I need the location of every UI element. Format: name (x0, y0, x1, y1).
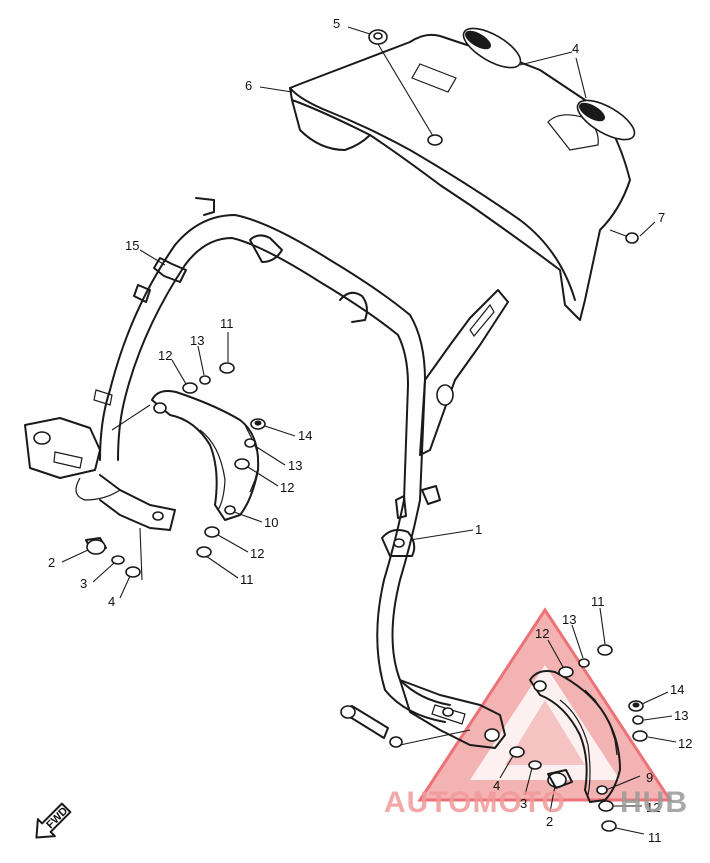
callout-12-a: 12 (158, 348, 172, 363)
main-frame (24, 197, 509, 749)
bracket-left (24, 389, 176, 531)
callout-12-f: 12 (646, 800, 660, 815)
clamp-15 (133, 257, 187, 303)
hardware-left (85, 362, 266, 581)
callout-8: 7 (658, 210, 665, 225)
callout-2-a: 2 (48, 555, 55, 570)
callout-13-d: 13 (674, 708, 688, 723)
fwd-arrow: FWD (35, 802, 72, 839)
callout-13-c: 13 (562, 612, 576, 627)
watermark-text-hub: HUB (620, 786, 688, 819)
callout-1: 1 (475, 522, 482, 537)
callout-13-b: 13 (288, 458, 302, 473)
callout-13-a: 13 (190, 333, 204, 348)
bracket-right (399, 679, 506, 749)
callout-2-b: 2 (546, 814, 553, 829)
callout-6: 4 (572, 41, 579, 56)
callout-4-a: 4 (108, 594, 115, 609)
screw-8 (609, 229, 639, 244)
adjuster-bracket-left (151, 390, 260, 521)
callout-7: 5 (333, 16, 340, 31)
watermark-text-automoto: AUTOMOTO (384, 786, 566, 819)
callout-5: 6 (245, 78, 252, 93)
callout-12-d: 12 (535, 626, 549, 641)
watermark-logo (417, 607, 673, 802)
hardware-right (340, 644, 648, 832)
callout-11-d: 11 (648, 830, 662, 845)
callout-12-c: 12 (250, 546, 264, 561)
nut-7 (368, 29, 388, 45)
callout-9: 9 (646, 770, 653, 785)
callout-14-b: 14 (670, 682, 684, 697)
callout-3-a: 3 (80, 576, 87, 591)
screen-panel (289, 27, 639, 321)
callout-12-b: 12 (280, 480, 294, 495)
callout-10: 10 (264, 515, 278, 530)
callout-11-c: 11 (591, 594, 605, 609)
grommet-left (462, 27, 522, 69)
leader-lines (61, 26, 677, 835)
grommet-right (576, 99, 636, 141)
callout-15: 15 (125, 238, 139, 253)
callout-11-b: 11 (240, 572, 254, 587)
callout-11-a: 11 (220, 316, 234, 331)
callouts: 5 6 4 7 15 11 13 12 14 13 12 10 12 11 1 … (48, 16, 692, 845)
watermark-text: AUTOMOTO HUB (384, 786, 688, 819)
callout-12-e: 12 (678, 736, 692, 751)
callout-14-a: 14 (298, 428, 312, 443)
callout-3-b: 3 (520, 796, 527, 811)
callout-4-b: 4 (493, 778, 500, 793)
